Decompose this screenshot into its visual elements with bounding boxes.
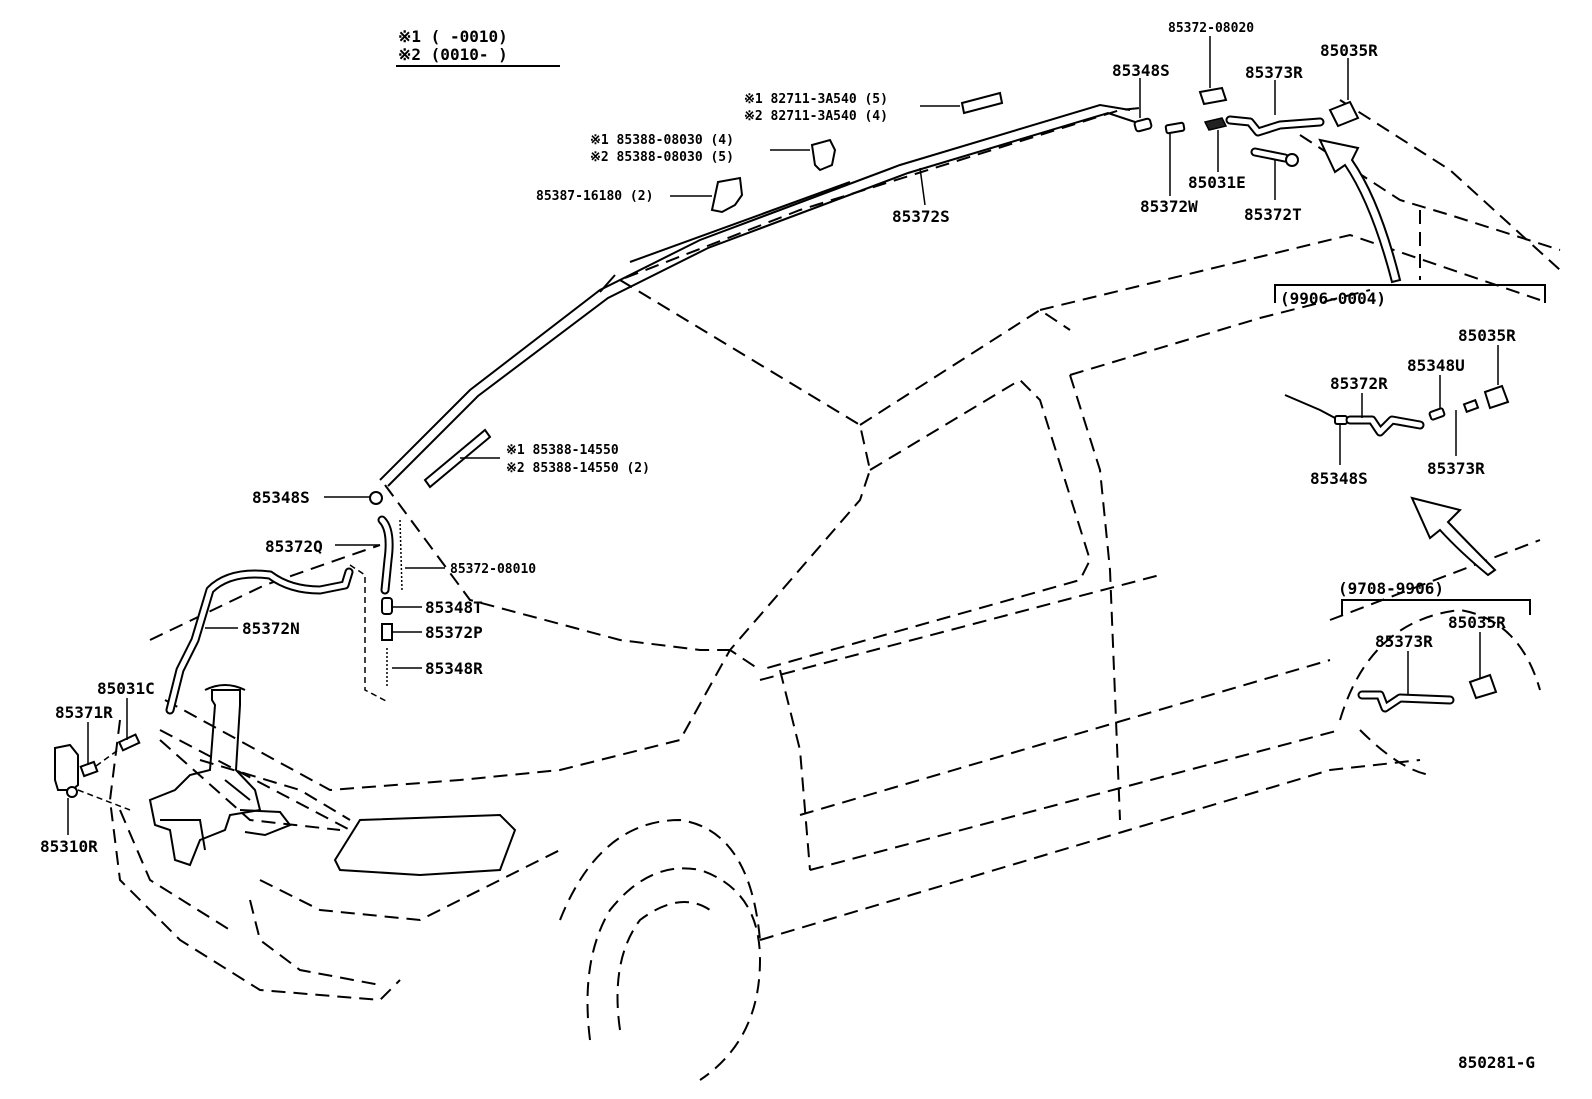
label-85031C: 85031C — [97, 679, 155, 698]
washer-tank — [148, 684, 292, 867]
connector-85348S-front — [369, 491, 383, 505]
label-85373R-top: 85373R — [1245, 63, 1303, 82]
legend-line-1: ※1 ( -0010) — [398, 27, 508, 46]
label-85388-08030-line1: ※1 85388-08030 (4) — [590, 133, 734, 148]
label-85348R: 85348R — [425, 659, 483, 678]
moulding-85388-14550 — [423, 428, 492, 489]
label-inset1-range: (9906-0004) — [1280, 289, 1386, 308]
legend: ※1 ( -0010) ※2 (0010- ) — [396, 27, 560, 67]
label-85388-14550-line1: ※1 85388-14550 — [506, 443, 619, 458]
roof-hose-85372S — [379, 103, 1136, 487]
label-85387-16180: 85387-16180 (2) — [536, 189, 653, 204]
label-85372N: 85372N — [242, 619, 300, 638]
label-85348T: 85348T — [425, 598, 483, 617]
vehicle-body-outline — [108, 99, 1561, 1081]
inset-9906-0004 — [1274, 284, 1546, 437]
label-85372Q: 85372Q — [265, 537, 323, 556]
part-labels: 85372-08020 85035R 85348S 85373R ※1 8271… — [40, 21, 1535, 1072]
label-figure-code: 850281-G — [1458, 1053, 1535, 1072]
inset2-nozzle-85035R — [1468, 673, 1498, 700]
label-82711-line2: ※2 82711-3A540 (4) — [744, 109, 888, 124]
label-85348S-top: 85348S — [1112, 61, 1170, 80]
label-85031E: 85031E — [1188, 173, 1246, 192]
clip-85387-16180 — [710, 176, 744, 214]
label-inset1-85348S: 85348S — [1310, 469, 1368, 488]
legend-line-2: ※2 (0010- ) — [398, 45, 508, 64]
label-85372W: 85372W — [1140, 197, 1198, 216]
label-85388-08030-line2: ※2 85388-08030 (5) — [590, 150, 734, 165]
check-valve-85031C — [117, 733, 141, 752]
detail-arrows — [1318, 138, 1497, 577]
pump-85310R — [54, 743, 79, 791]
label-85310R: 85310R — [40, 837, 98, 856]
inset1-nozzle-85035R — [1483, 384, 1510, 410]
label-85348S-front: 85348S — [252, 488, 310, 507]
label-85371R: 85371R — [55, 703, 113, 722]
label-inset2-85373R: 85373R — [1375, 632, 1433, 651]
label-85372T: 85372T — [1244, 205, 1302, 224]
inset1-connector-85348U — [1428, 407, 1446, 421]
check-valve-85031E — [1203, 117, 1228, 131]
clip-82711-3A540 — [960, 91, 1004, 115]
hose-85372W — [1164, 121, 1186, 135]
inset1-hose-85373R — [1462, 398, 1480, 414]
label-85372P: 85372P — [425, 623, 483, 642]
connector-85348T — [381, 597, 393, 615]
clip-85388-08030 — [810, 138, 837, 172]
label-inset1-85372R: 85372R — [1330, 374, 1388, 393]
label-85372-08010: 85372-08010 — [450, 562, 536, 577]
hose-85372T — [1285, 153, 1299, 167]
rear-washer-parts-top — [1133, 86, 1360, 167]
label-inset2-85035R: 85035R — [1448, 613, 1506, 632]
label-inset1-85348U: 85348U — [1407, 356, 1465, 375]
label-85035R-top: 85035R — [1320, 41, 1378, 60]
front-hose-assembly — [54, 491, 403, 811]
leader-lines — [67, 36, 1499, 835]
label-inset1-85373R: 85373R — [1427, 459, 1485, 478]
label-inset1-85035R: 85035R — [1458, 326, 1516, 345]
hose-85372P — [381, 623, 393, 641]
nozzle-85035R-top — [1328, 100, 1360, 128]
label-85388-14550-line2: ※2 85388-14550 (2) — [506, 461, 650, 476]
roof-clips — [710, 91, 1004, 214]
inset-9708-9906 — [1341, 599, 1531, 713]
inset1-connector-85348S — [1334, 415, 1348, 425]
grommet-85371R — [79, 760, 99, 778]
hose-85372-08020 — [1198, 86, 1228, 106]
label-inset2-range: (9708-9906) — [1338, 579, 1444, 598]
label-85372-08020: 85372-08020 — [1168, 21, 1254, 36]
label-85372S: 85372S — [892, 207, 950, 226]
connector-85348S-top — [1133, 117, 1153, 133]
label-82711-line1: ※1 82711-3A540 (5) — [744, 92, 888, 107]
